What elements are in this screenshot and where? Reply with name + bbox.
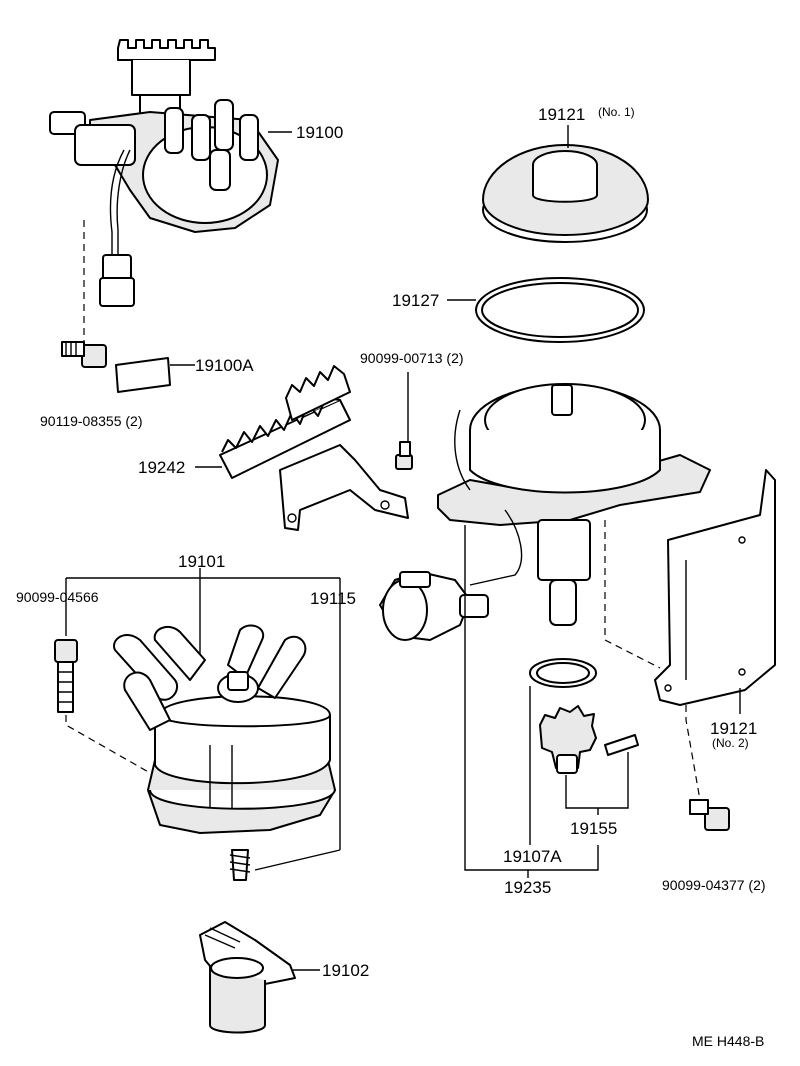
label-19242: 19242 [138, 458, 185, 477]
dashed-guide [65, 715, 181, 791]
label-90099-04377: 90099-04377 (2) [662, 877, 766, 893]
label-19155: 19155 [570, 819, 617, 838]
label-19101: 19101 [178, 552, 225, 571]
drawing-code: ME H448-B [692, 1033, 764, 1049]
rotor-19102 [199, 921, 296, 1034]
label-19102: 19102 [322, 961, 369, 980]
bracket-19235 [464, 525, 599, 871]
igniter-connector [379, 571, 489, 641]
label-19121-no1: 19121 [538, 105, 585, 124]
distributor-assembly-19100 [49, 39, 279, 307]
o-ring-19127 [475, 277, 645, 343]
label-19121-no2-sub: (No. 2) [712, 736, 749, 750]
cover-plate-19121-no2 [654, 469, 776, 706]
label-19100A: 19100A [195, 356, 254, 375]
bracket-19242 [219, 365, 409, 531]
dashed-guide [685, 705, 701, 801]
distributor-housing [437, 383, 711, 626]
label-19107A: 19107A [503, 847, 562, 866]
o-ring-small [529, 658, 597, 688]
screw-90099-00713 [395, 441, 413, 470]
label-19100: 19100 [296, 123, 343, 142]
bolt-90099-04566 [54, 639, 78, 713]
label-plate-19100A [115, 357, 171, 393]
label-19127: 19127 [392, 291, 439, 310]
drive-gear-19155 [539, 705, 597, 774]
dashed-guide [604, 520, 661, 669]
center-electrode-spring [229, 849, 251, 881]
distributor-cap-19101 [113, 624, 336, 834]
label-19115: 19115 [310, 589, 356, 608]
label-19235: 19235 [504, 878, 551, 897]
pin [604, 734, 639, 756]
label-19121-no1-sub: (No. 1) [598, 105, 635, 119]
bracket-19155 [565, 752, 629, 809]
label-90099-04566: 90099-04566 [16, 589, 99, 605]
dust-cover-19121-no1 [482, 144, 649, 243]
label-90119-08355: 90119-08355 (2) [40, 413, 142, 429]
label-90099-00713: 90099-00713 (2) [360, 350, 464, 366]
leader-19115-line [254, 849, 341, 871]
bolt-90119-08355 [61, 341, 107, 368]
screw-90099-04377 [689, 799, 730, 831]
label-19121-no2: 19121 [710, 719, 757, 738]
